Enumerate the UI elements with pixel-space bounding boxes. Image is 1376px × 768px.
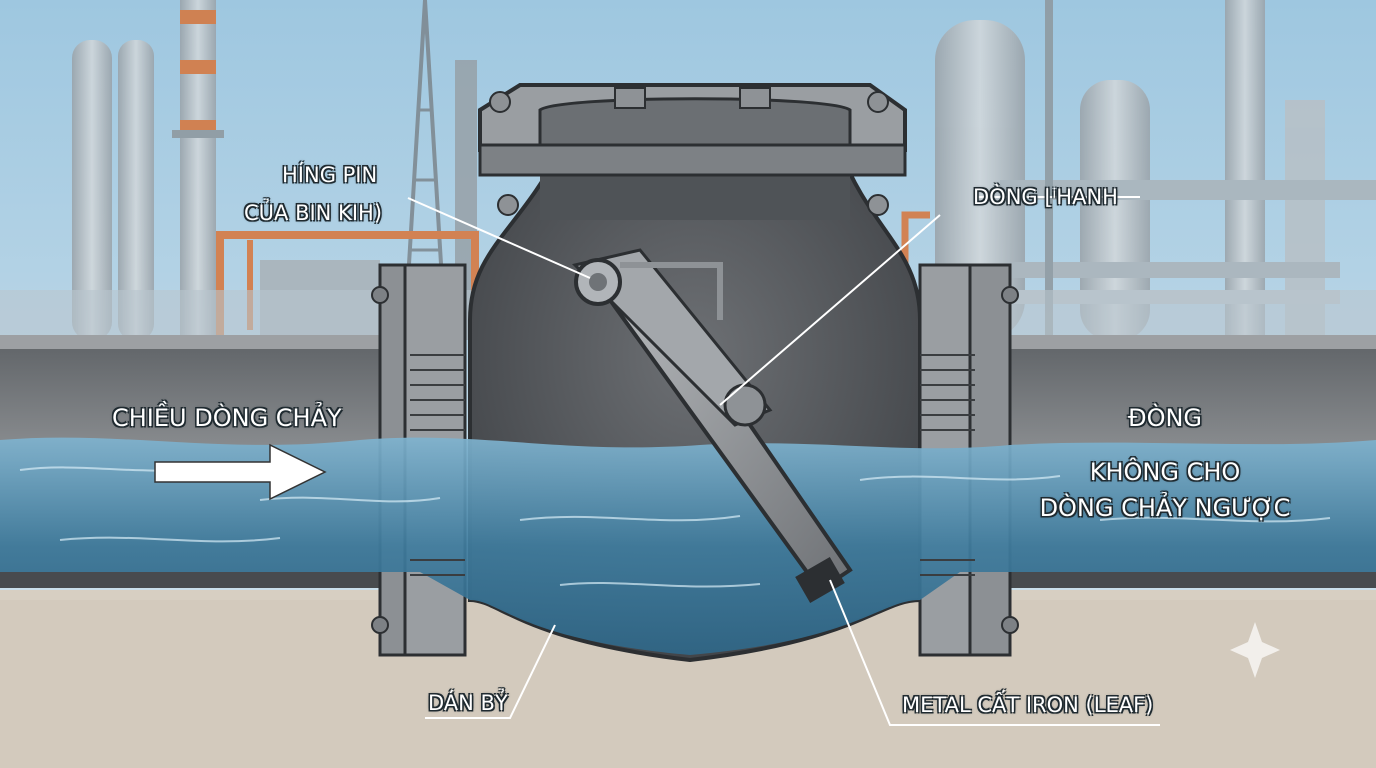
flow-arrow-icon (154, 443, 327, 501)
swing-disc (572, 248, 853, 603)
closed-label: ĐÒNG (1127, 404, 1203, 432)
valve-cover (478, 83, 907, 216)
sparkle-icon (1230, 622, 1280, 678)
flow-direction-label: CHIỀU DÒNG CHẢY (112, 404, 342, 432)
leader-lines (407, 196, 1160, 726)
no-backflow-line-1: KHÔNG CHO (1089, 458, 1241, 486)
disc-arm-label: DÒNG ⌊ⁱHANH (973, 185, 1118, 209)
flange-threads (410, 354, 975, 576)
disc-leaf-label: METAL CẤT IRON (LEAF) (902, 693, 1154, 717)
no-backflow-line-2: DÒNG CHẢY NGƯỢC (1039, 494, 1291, 522)
body-bottom-label: DÁN BỶ (428, 691, 508, 715)
water-flow (0, 437, 1376, 655)
hinge-pin-label: HÍNG PIN (282, 163, 378, 187)
hinge-pin-sub-label: CỦA BIN KIH) (244, 201, 383, 225)
